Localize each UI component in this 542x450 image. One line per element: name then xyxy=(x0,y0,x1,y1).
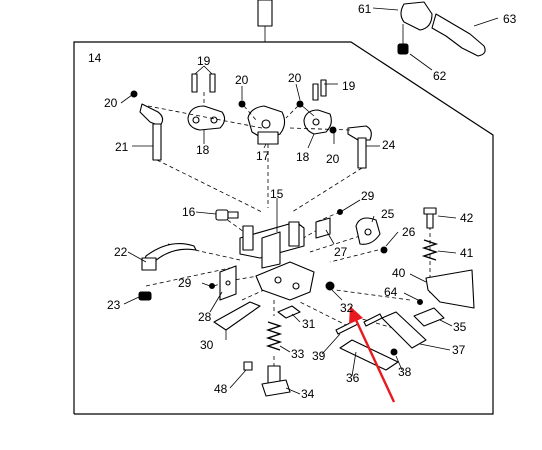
screw-64 xyxy=(417,299,423,305)
callout-37: 37 xyxy=(452,343,466,357)
arm-22 xyxy=(141,243,197,271)
bar-37 xyxy=(381,311,427,349)
callout-40: 40 xyxy=(392,266,406,280)
callout-21: 21 xyxy=(115,140,129,154)
callout-18-left: 18 xyxy=(196,143,210,157)
callout-20-a: 20 xyxy=(235,73,249,87)
callout-38: 38 xyxy=(398,365,412,379)
callout-31: 31 xyxy=(302,317,316,331)
callout-63: 63 xyxy=(503,12,517,26)
callout-27: 27 xyxy=(334,245,348,259)
callout-33: 33 xyxy=(291,347,305,361)
callout-42: 42 xyxy=(460,211,474,225)
screw-38 xyxy=(390,348,398,356)
screw-26 xyxy=(380,246,388,254)
callout-64: 64 xyxy=(384,285,398,299)
screw-29-top xyxy=(337,209,343,215)
callout-62: 62 xyxy=(433,69,447,83)
callout-20-d: 20 xyxy=(326,152,340,166)
callout-34: 34 xyxy=(301,387,315,401)
callout-16: 16 xyxy=(182,205,196,219)
callout-20-b: 20 xyxy=(288,71,302,85)
callout-32: 32 xyxy=(340,301,354,315)
callout-17: 17 xyxy=(256,149,270,163)
spring-41 xyxy=(421,239,439,261)
callout-15: 15 xyxy=(270,187,284,201)
shaft xyxy=(257,0,273,42)
callout-29-top: 29 xyxy=(361,189,375,203)
callout-26: 26 xyxy=(402,225,416,239)
callout-labels: 61 63 62 19 20 20 19 20 21 18 17 18 20 2… xyxy=(104,2,517,401)
red-arrow xyxy=(349,306,396,403)
box-label: 14 xyxy=(88,51,102,65)
screw-32 xyxy=(325,281,335,291)
plate-18-right xyxy=(303,109,332,135)
callout-48: 48 xyxy=(214,382,228,396)
plate-18-left xyxy=(187,105,226,131)
callout-35: 35 xyxy=(453,320,467,334)
callout-36: 36 xyxy=(346,371,360,385)
callout-24: 24 xyxy=(382,138,396,152)
callout-39: 39 xyxy=(312,349,326,363)
spring-33 xyxy=(265,321,283,351)
pin-42 xyxy=(423,207,437,229)
screw-48 xyxy=(243,361,253,371)
post-34 xyxy=(261,365,291,397)
callout-22: 22 xyxy=(114,245,128,259)
callout-61: 61 xyxy=(358,2,372,16)
callout-18-right: 18 xyxy=(296,150,310,164)
assembly-frame: 14 xyxy=(73,41,494,415)
screw-23 xyxy=(138,291,152,301)
link-21 xyxy=(132,103,164,161)
plate-36 xyxy=(339,339,399,371)
pins-19-right xyxy=(312,79,338,101)
base-frame-15 xyxy=(239,198,315,301)
bracket-27 xyxy=(315,217,331,239)
hub-17 xyxy=(247,105,286,145)
plate-28 xyxy=(219,265,237,301)
plate-40 xyxy=(425,269,475,309)
detail-group-61-63 xyxy=(397,1,486,57)
screw-16 xyxy=(215,209,239,221)
callout-leaders xyxy=(120,7,499,395)
screw-29-lower xyxy=(209,283,215,289)
callout-19-left: 19 xyxy=(197,54,211,68)
callout-28: 28 xyxy=(198,310,212,324)
callout-20-c: 20 xyxy=(104,96,118,110)
callout-41: 41 xyxy=(460,246,474,260)
callout-19-right: 19 xyxy=(342,79,356,93)
callout-30: 30 xyxy=(200,338,214,352)
callout-23: 23 xyxy=(107,298,121,312)
pins-19-left xyxy=(191,65,216,93)
block-35 xyxy=(413,307,445,327)
callout-29-lower: 29 xyxy=(178,276,192,290)
blade-30 xyxy=(213,301,261,331)
callout-25: 25 xyxy=(381,207,395,221)
plate-31 xyxy=(277,305,301,319)
clamp-25 xyxy=(355,217,381,245)
link-24 xyxy=(347,125,372,169)
